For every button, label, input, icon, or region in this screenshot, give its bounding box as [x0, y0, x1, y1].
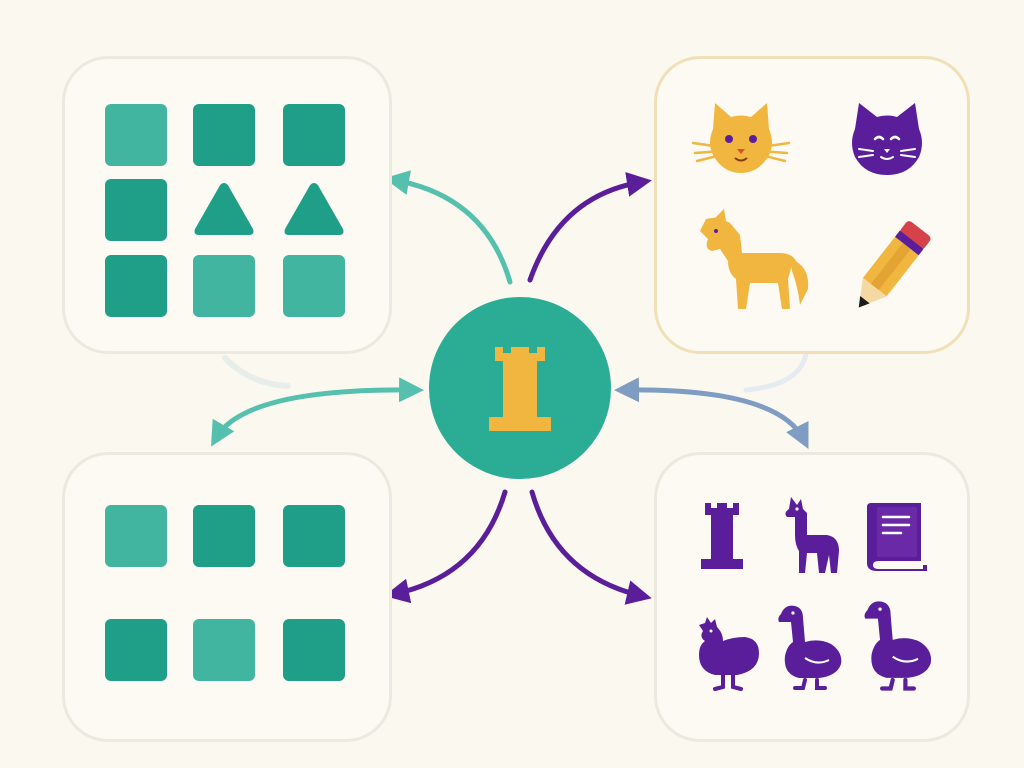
square-tile [193, 505, 255, 567]
square-tile [105, 619, 167, 681]
chicken-icon [699, 617, 759, 691]
book-icon [867, 503, 927, 571]
arrow-hub-down-left [384, 489, 508, 604]
connector-tail-right [743, 351, 809, 393]
panel-top-right-icons [654, 56, 970, 354]
triangle-tile [284, 183, 344, 235]
llama-icon [785, 497, 839, 573]
square-tile [283, 255, 345, 317]
arrow-hub-to-bottom-right [614, 377, 809, 449]
hub-node [429, 297, 611, 479]
square-tile [105, 255, 167, 317]
rook-tower-icon [701, 503, 743, 569]
triangle-tile [194, 183, 254, 235]
panel-bottom-right-icons [654, 452, 970, 742]
square-tile [283, 505, 345, 567]
pencil-icon [858, 221, 931, 308]
arrow-hub-to-bottom-left [210, 377, 424, 447]
connector-tail-left [222, 355, 291, 389]
cat-outline-icon [852, 103, 922, 175]
rook-tower-icon [489, 347, 551, 431]
square-tile [105, 179, 167, 241]
square-tile [193, 104, 255, 166]
goose-icon [864, 601, 932, 691]
horse-icon [700, 209, 809, 309]
arrow-hub-down-right [529, 489, 652, 605]
square-tile [105, 505, 167, 567]
square-tile [193, 255, 255, 317]
panel-top-left-shapes [62, 56, 392, 354]
cat-face-icon [691, 103, 791, 173]
square-tile [283, 619, 345, 681]
arrow-hub-to-top-left [384, 170, 513, 285]
goose-icon [778, 605, 842, 690]
square-tile [283, 104, 345, 166]
panel-bottom-left-squares [62, 452, 392, 742]
square-tile [193, 619, 255, 681]
square-tile [105, 104, 167, 166]
arrow-hub-to-top-right [527, 172, 652, 283]
